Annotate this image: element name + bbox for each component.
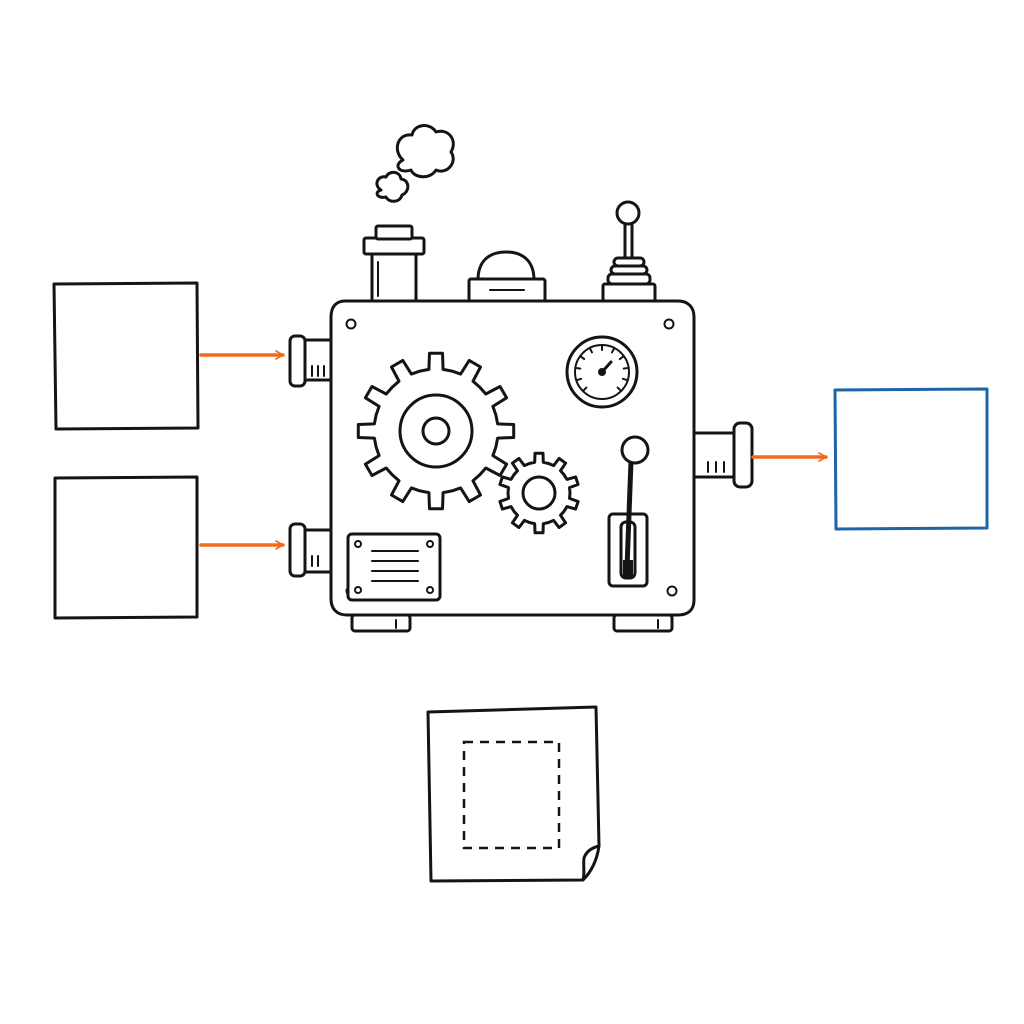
chimney-icon (362, 224, 426, 303)
dome-button-icon (467, 250, 547, 303)
gauge-tick (579, 355, 586, 361)
input-box-1[interactable] (52, 281, 200, 431)
gauge-tick (588, 346, 593, 354)
dashed-placeholder (462, 740, 561, 850)
large-gear-icon (356, 351, 516, 511)
dog-eared-sheet-icon[interactable] (426, 705, 601, 883)
output-box[interactable] (833, 387, 989, 531)
gauge-tick (616, 386, 623, 393)
machine-feet (350, 613, 674, 633)
gauge-tick (574, 366, 582, 370)
name-plate-icon (346, 532, 442, 602)
pipe-icon-output (692, 421, 754, 489)
gauge-tick (581, 386, 588, 393)
pipe-icon-input-2 (288, 522, 334, 578)
machine[interactable] (288, 124, 754, 633)
gauge-tick (622, 366, 630, 370)
gauge-tick (618, 355, 625, 361)
small-gear-icon (498, 451, 580, 535)
pressure-gauge-icon (565, 335, 639, 409)
gauge-tick (621, 377, 629, 382)
lever-icon (607, 435, 650, 588)
steam-cloud-icon (375, 124, 455, 203)
pipe-icon-input-1 (288, 334, 334, 388)
joystick-icon (601, 200, 657, 303)
gauge-tick (575, 377, 583, 382)
gauge-tick (611, 346, 616, 354)
input-box-2[interactable] (53, 475, 199, 620)
